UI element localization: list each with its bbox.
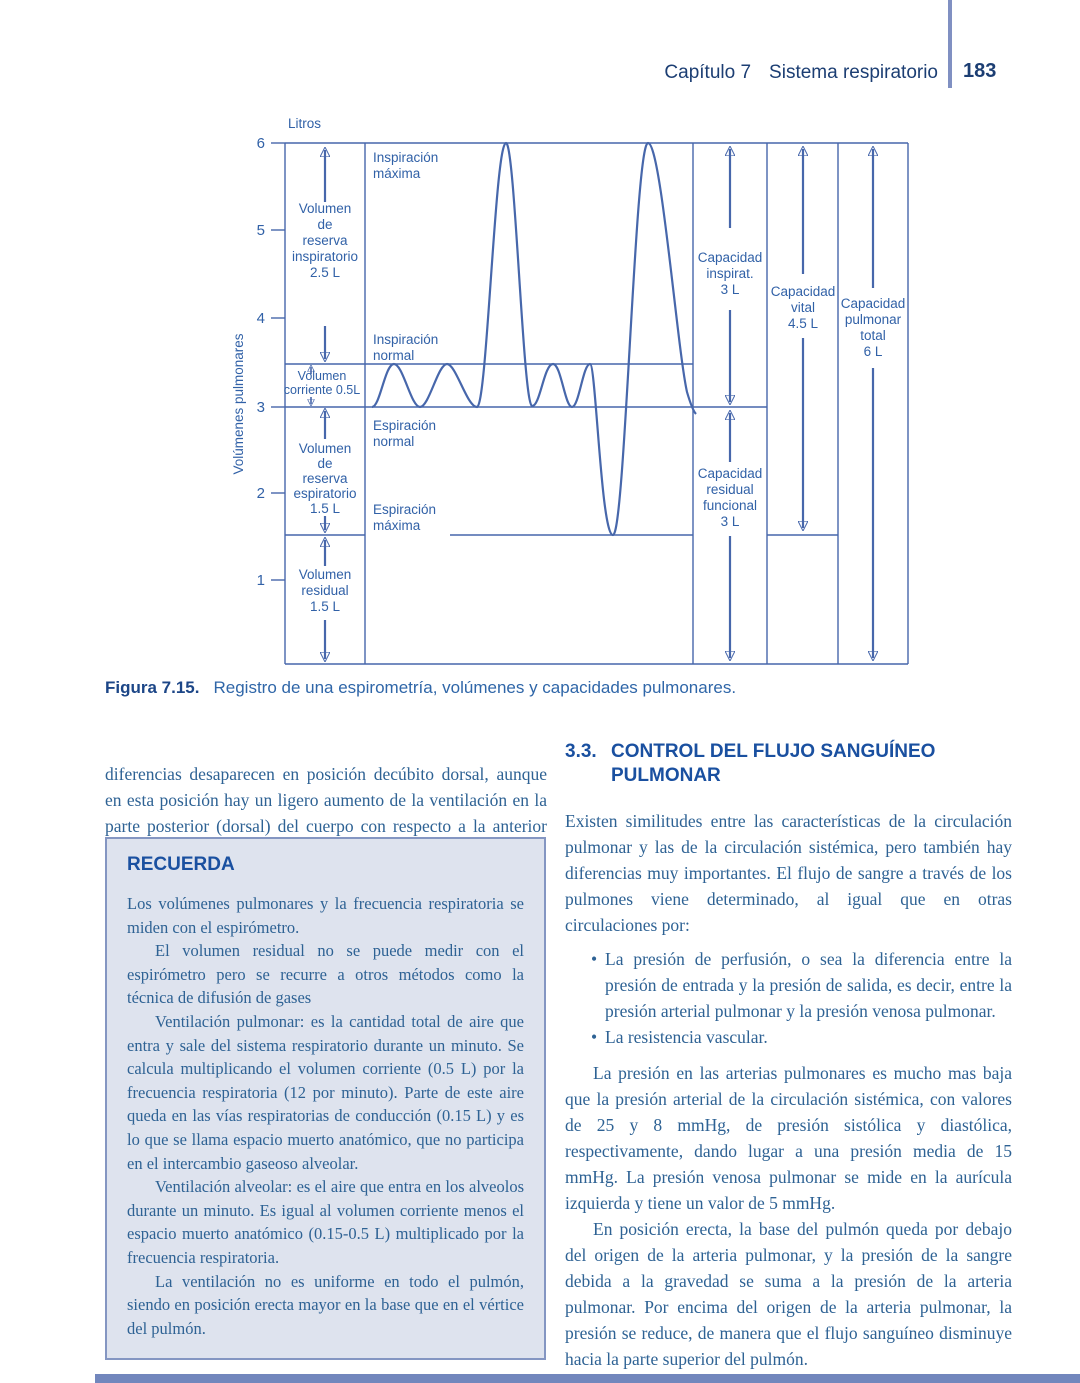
vre-label-line: de xyxy=(317,456,332,471)
figure-frame xyxy=(271,142,909,665)
vc-label-line: corriente 0.5L xyxy=(284,383,360,397)
chapter-label: Capítulo 7 xyxy=(664,62,752,83)
y-axis-units-label: Litros xyxy=(288,116,321,131)
figure-caption: Figura 7.15. Registro de una espirometría… xyxy=(105,678,736,698)
espiracion-normal-label: normal xyxy=(373,434,414,449)
vr-label-line: 1.5 L xyxy=(310,599,341,614)
section-number: 3.3. xyxy=(565,741,597,762)
recuerda-title: RECUERDA xyxy=(127,854,235,875)
espiracion-normal-label: Espiración xyxy=(373,418,436,433)
inspiracion-normal-label: Inspiración xyxy=(373,332,438,347)
vre-label-line: espiratorio xyxy=(293,486,356,501)
left-column-intro-paragraph: diferencias desaparecen en posición decú… xyxy=(105,763,547,862)
spirometry-figure: 6 5 4 3 2 1 Litros Volúmenes pulmonares xyxy=(231,116,909,665)
y-axis-title: Volúmenes pulmonares xyxy=(231,333,246,474)
capacidad-residual-funcional-label: Capacidad xyxy=(698,466,763,481)
vri-label-line: de xyxy=(317,217,332,232)
recuerda-paragraph: El volumen residual no se puede medir co… xyxy=(127,941,524,1008)
capacity-arrows xyxy=(730,149,873,658)
figure-caption-text: Registro de una espirometría, volúmenes … xyxy=(213,678,737,697)
inspiracion-normal-label: normal xyxy=(373,348,414,363)
vc-label-line: Volumen xyxy=(298,369,347,383)
capacidad-inspiratoria-label: 3 L xyxy=(721,282,740,297)
capacidad-pulmonar-total-label: total xyxy=(860,328,886,343)
capacidad-residual-funcional-label: funcional xyxy=(703,498,757,513)
capacidad-pulmonar-total-label: Capacidad xyxy=(841,296,906,311)
espiracion-maxima-label: máxima xyxy=(373,518,421,533)
page-number: 183 xyxy=(963,60,997,82)
vr-label-line: Volumen xyxy=(299,567,352,582)
body-paragraph: En posición erecta, la base del pulmón q… xyxy=(565,1219,1012,1369)
recuerda-paragraph: Ventilación alveolar: es el aire que ent… xyxy=(127,1177,524,1267)
recuerda-paragraph: Ventilación pulmonar: es la cantidad tot… xyxy=(127,1011,524,1173)
section-heading: 3.3. CONTROL DEL FLUJO SANGUÍNEO PULMONA… xyxy=(565,740,1012,788)
capacidad-inspiratoria-label: Capacidad xyxy=(698,250,763,265)
vri-label-line: 2.5 L xyxy=(310,265,341,280)
bullet-item: La presión de perfusión, o sea la difere… xyxy=(565,946,1012,1024)
inspiracion-maxima-label: máxima xyxy=(373,166,421,181)
vri-label-line: reserva xyxy=(302,233,348,248)
footer-divider-bar xyxy=(95,1374,1080,1383)
inspiracion-maxima-label: Inspiración xyxy=(373,150,438,165)
recuerda-paragraph: Los volúmenes pulmonares y la frecuencia… xyxy=(127,894,524,937)
right-column: 3.3. CONTROL DEL FLUJO SANGUÍNEO PULMONA… xyxy=(565,740,1012,1383)
tick-6: 6 xyxy=(257,135,265,152)
recuerda-box: RECUERDA Los volúmenes pulmonares y la f… xyxy=(105,837,546,1361)
page-header: Capítulo 7 Sistema respiratorio xyxy=(560,62,938,84)
vr-label-line: residual xyxy=(301,583,348,598)
vri-label-line: inspiratorio xyxy=(292,249,358,264)
spirogram-trace xyxy=(371,141,697,537)
vre-label-line: Volumen xyxy=(299,441,352,456)
vri-label-line: Volumen xyxy=(299,201,352,216)
recuerda-paragraph: La ventilación no es uniforme en todo el… xyxy=(127,1271,524,1338)
capacidad-inspiratoria-label: inspirat. xyxy=(706,266,753,281)
capacidad-residual-funcional-label: 3 L xyxy=(721,514,740,529)
tick-5: 5 xyxy=(257,222,265,239)
vre-label-line: 1.5 L xyxy=(310,501,341,516)
body-paragraph: Existen similitudes entre las caracterís… xyxy=(565,811,1012,935)
capacidad-vital-label: 4.5 L xyxy=(788,316,819,331)
capacidad-vital-label: Capacidad xyxy=(771,284,836,299)
tick-2: 2 xyxy=(257,485,265,502)
tick-4: 4 xyxy=(257,310,265,327)
volume-arrows xyxy=(311,150,325,659)
capacidad-residual-funcional-label: residual xyxy=(706,482,753,497)
section-title: CONTROL DEL FLUJO SANGUÍNEO PULMONAR xyxy=(611,741,936,786)
capacidad-pulmonar-total-label: 6 L xyxy=(864,344,883,359)
figure-caption-label: Figura 7.15. xyxy=(105,678,200,697)
body-paragraph: La presión en las arterias pulmonares es… xyxy=(565,1063,1012,1213)
header-divider-bar xyxy=(948,0,952,88)
bullet-list: La presión de perfusión, o sea la difere… xyxy=(565,946,1012,1050)
tick-3: 3 xyxy=(257,399,265,416)
section-label: Sistema respiratorio xyxy=(769,62,938,83)
capacidad-pulmonar-total-label: pulmonar xyxy=(845,312,902,327)
espiracion-maxima-label: Espiración xyxy=(373,502,436,517)
tick-1: 1 xyxy=(257,572,265,589)
bullet-item: La resistencia vascular. xyxy=(565,1024,1012,1050)
vre-label-line: reserva xyxy=(302,471,348,486)
capacidad-vital-label: vital xyxy=(791,300,815,315)
